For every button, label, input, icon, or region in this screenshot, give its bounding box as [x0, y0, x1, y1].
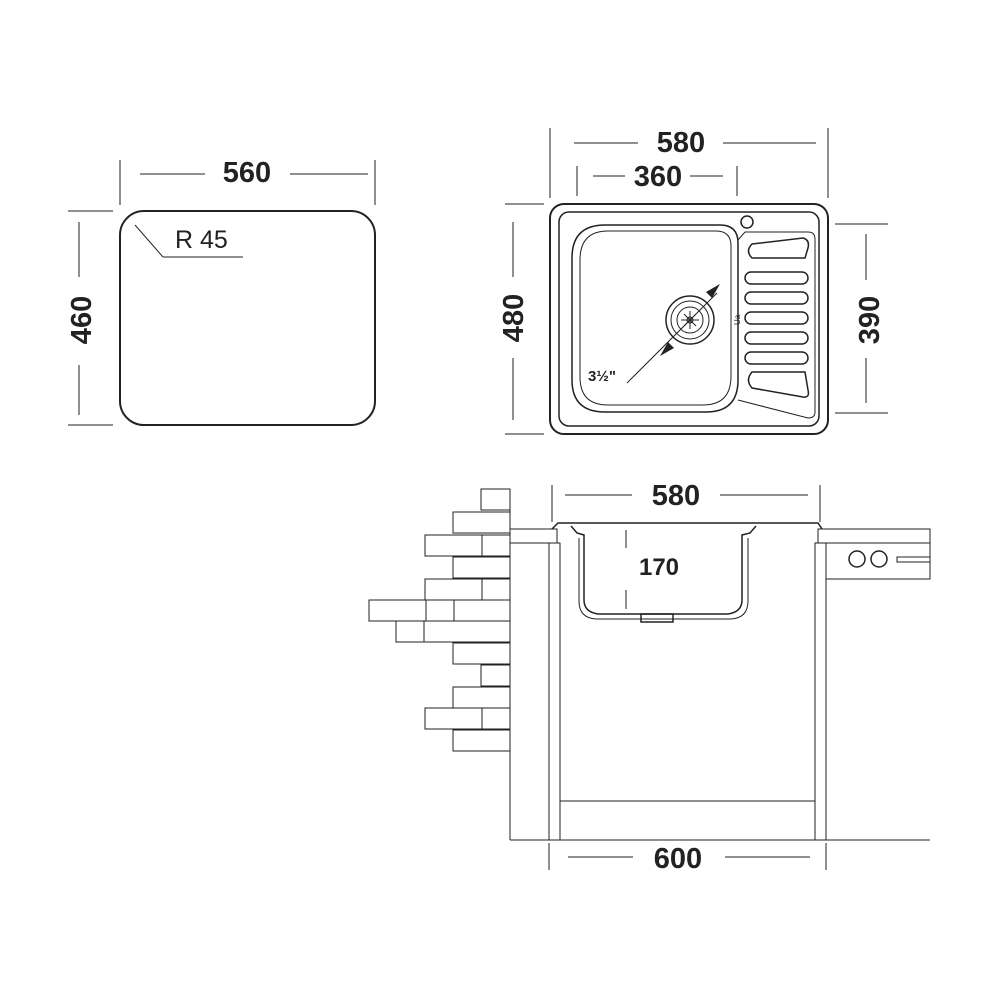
- overflow-mark: Ua: [733, 314, 742, 325]
- bowl-width-label: 360: [634, 161, 682, 193]
- bowl-depth-label: 170: [639, 554, 679, 581]
- overflow-hole: [740, 215, 754, 229]
- cabinet-width-label: 600: [654, 843, 702, 875]
- overall-height-label: 480: [498, 294, 530, 342]
- control-knob: [870, 550, 888, 568]
- sink-inner-rim: [558, 211, 820, 427]
- cutout-height-label: 460: [66, 296, 98, 344]
- drainboard-rib: [747, 237, 810, 259]
- drain-arrow: [660, 342, 674, 356]
- drain-arrow: [706, 284, 720, 298]
- sink-bowl-inner: [579, 230, 732, 406]
- cutout-outline: [119, 210, 376, 426]
- sink-top-view: 3½" Ua 580 360 480 390: [498, 127, 888, 435]
- radius-leader: [134, 224, 164, 258]
- overall-width-label: 580: [657, 127, 705, 159]
- sink-bowl: [571, 224, 739, 413]
- drawer-handle: [896, 556, 931, 563]
- sink-bowl-profile-inner: [578, 538, 749, 620]
- cutout-width-label: 560: [223, 157, 271, 189]
- drainboard-edge: [737, 231, 816, 419]
- sink-outer-rim: [549, 203, 829, 435]
- drainboard-ribs: [744, 237, 810, 398]
- sink-side-view: 170 580 600: [368, 480, 931, 875]
- radius-label: R 45: [175, 226, 228, 254]
- sink-rim-profile: [551, 522, 823, 530]
- drain-outlet: [640, 613, 674, 623]
- adjacent-cabinet: [825, 542, 931, 580]
- drainboard-rib: [744, 311, 809, 325]
- drainboard-rib: [744, 271, 809, 285]
- drainboard-rib: [744, 351, 809, 365]
- brick-wall: [368, 488, 511, 752]
- cabinet-left-wall: [548, 542, 561, 841]
- drain-leader: [626, 292, 718, 384]
- sink-width-label: 580: [652, 480, 700, 512]
- countertop: [509, 528, 931, 544]
- control-knob: [848, 550, 866, 568]
- drainboard-rib: [747, 371, 810, 398]
- drainboard-rib: [744, 331, 809, 345]
- drain-size-label: 3½": [588, 368, 616, 385]
- bowl-height-label: 390: [854, 296, 886, 344]
- cabinet-right-wall: [814, 542, 827, 841]
- cutout-template: 560 460 R 45: [66, 157, 376, 426]
- drainboard-rib: [744, 291, 809, 305]
